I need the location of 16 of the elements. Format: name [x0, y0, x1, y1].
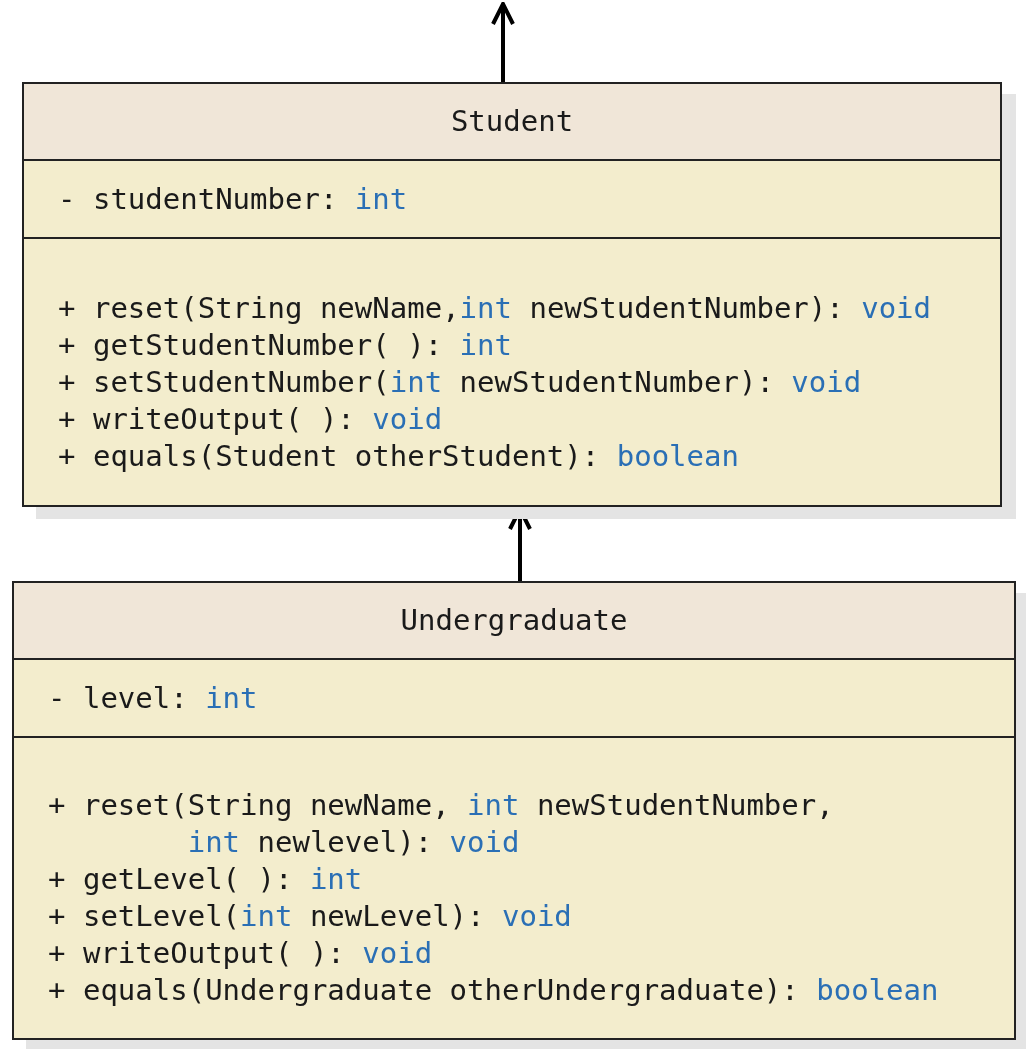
inheritance-arrow — [491, 2, 515, 82]
class-name-header — [14, 583, 1014, 660]
method-signature: + equals(Student otherStudent): boolean — [58, 437, 740, 475]
class-name: Student — [450, 103, 574, 140]
method-signature: + equals(Undergraduate otherUndergraduate): boolean — [48, 972, 940, 1009]
method-signature: + setLevel(int newLevel): void — [48, 898, 573, 935]
method-signature: + reset(String newName,int newStudentNumber): void — [58, 289, 933, 327]
method-signature: + writeOutput( ): void — [58, 400, 444, 438]
class-name-header — [24, 84, 1000, 161]
method-signature: + getLevel( ): int — [48, 861, 364, 898]
class-name: Undergraduate — [400, 602, 628, 639]
method-signature: + writeOutput( ): void — [48, 935, 434, 972]
attribute-signature: - level: int — [48, 679, 259, 717]
method-signature: + setStudentNumber(int newStudentNumber): void — [58, 363, 863, 401]
attribute-signature: - studentNumber: int — [58, 180, 409, 218]
method-signature: + getStudentNumber( ): int — [58, 326, 513, 364]
